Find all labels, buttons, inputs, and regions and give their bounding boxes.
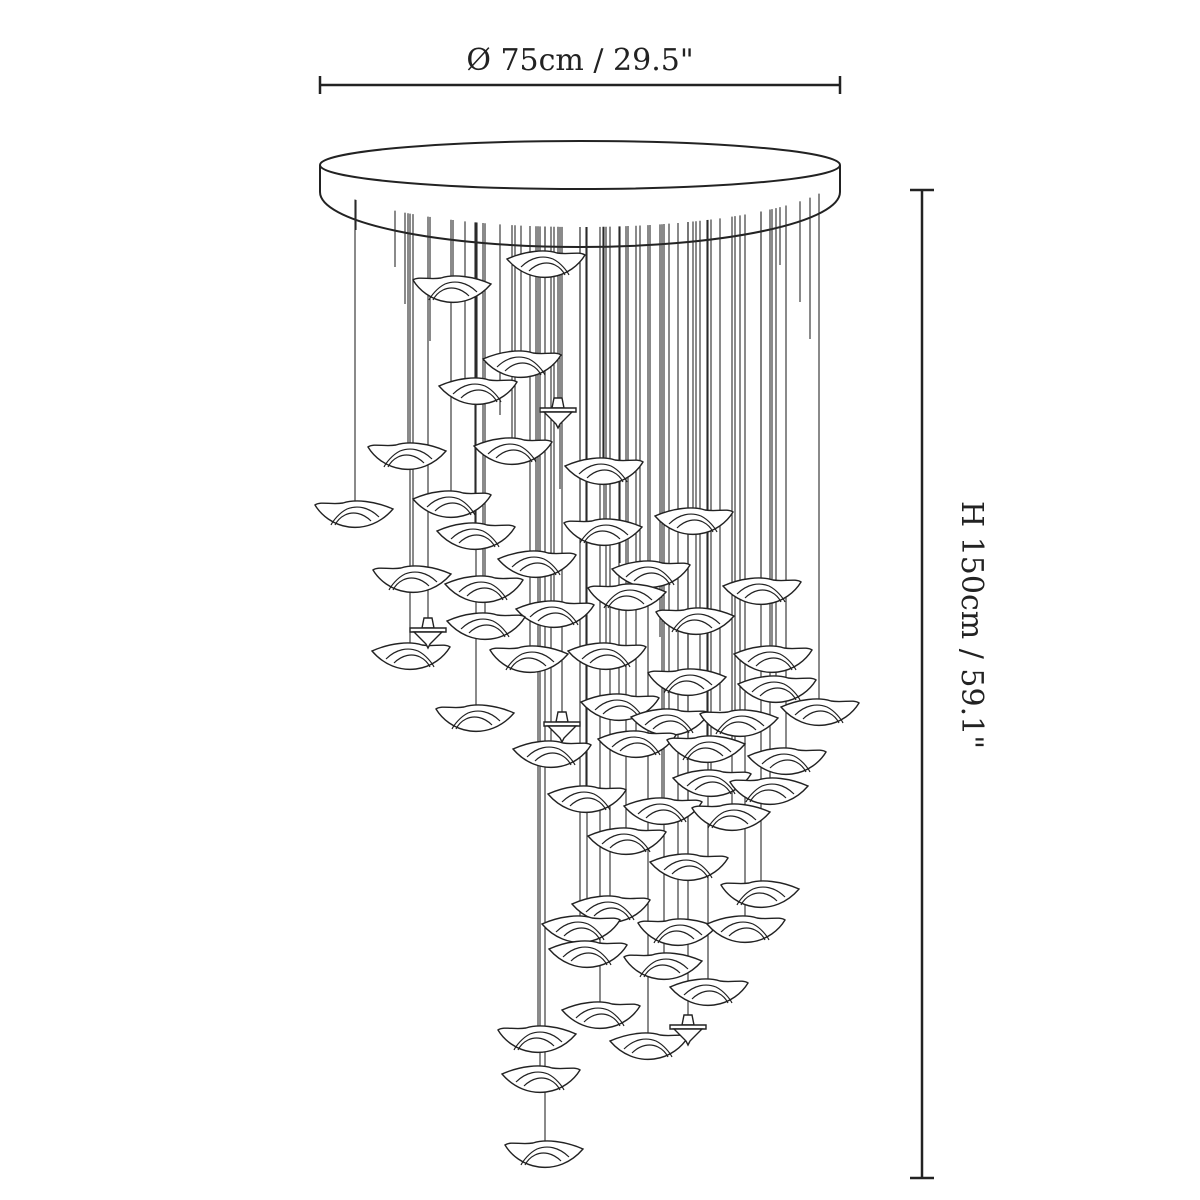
leaf-pendant: [412, 275, 493, 304]
leaf-pendant: [720, 880, 801, 909]
leaf-pendant: [666, 735, 747, 764]
leaf-pendant: [505, 250, 586, 279]
leaf-pendant: [435, 704, 516, 733]
leaf-pendant: [514, 600, 595, 629]
leaf-pendant: [566, 642, 647, 671]
leaf-pendant: [411, 490, 492, 519]
leaf-pendant: [655, 607, 736, 636]
leaf-pendant: [435, 522, 516, 551]
leaf-pendant: [560, 1001, 641, 1030]
leaf-pendant: [445, 612, 526, 641]
leaf-pendant: [500, 1065, 581, 1094]
leaf-pendant: [547, 940, 628, 969]
leaf-pendant: [622, 797, 703, 826]
leaf-pendant: [699, 709, 780, 738]
spinner-pendant: [543, 711, 581, 744]
leaf-pendant: [637, 918, 718, 947]
leaf-pendant: [511, 740, 592, 769]
leaf-pendant: [367, 442, 448, 471]
spinner-pendants: [409, 397, 707, 1047]
leaf-pendant: [570, 895, 651, 924]
leaf-pendant: [746, 747, 827, 776]
leaf-pendant: [729, 777, 810, 806]
leaf-pendant: [546, 785, 627, 814]
leaf-pendant: [668, 978, 749, 1007]
leaf-pendant: [587, 583, 668, 612]
leaf-pendant: [653, 507, 734, 536]
leaf-pendant: [596, 730, 677, 759]
spinner-pendant: [669, 1014, 707, 1047]
leaf-pendant: [472, 437, 553, 466]
leaf-pendant: [648, 853, 729, 882]
leaf-pendant: [610, 560, 691, 589]
leaf-pendant: [586, 827, 667, 856]
diameter-dimension: Ø 75cm / 29.5": [318, 43, 842, 94]
leaf-pendant: [691, 803, 772, 832]
leaf-pendant: [372, 565, 453, 594]
leaf-pendant: [563, 518, 644, 547]
leaf-pendant: [705, 915, 786, 944]
leaf-pendant: [608, 1032, 689, 1061]
spinner-pendant: [539, 397, 577, 430]
leaf-pendant: [623, 952, 704, 981]
height-label: H 150cm / 59.1": [954, 501, 989, 749]
leaf-pendant: [779, 698, 860, 727]
height-dimension: H 150cm / 59.1": [910, 188, 989, 1180]
leaf-pendants: [314, 250, 860, 1169]
leaf-pendant: [370, 642, 451, 671]
leaf-pendant: [443, 575, 524, 604]
leaf-pendant: [721, 577, 802, 606]
leaf-pendant: [489, 645, 570, 674]
leaf-pendant: [563, 457, 644, 486]
leaf-pendant: [314, 500, 395, 529]
leaf-pendant: [496, 550, 577, 579]
diameter-label: Ø 75cm / 29.5": [466, 43, 693, 78]
leaf-pendant: [736, 675, 817, 704]
leaf-pendant: [497, 1025, 578, 1054]
leaf-pendant: [504, 1140, 585, 1169]
spinner-pendant: [409, 617, 447, 650]
leaf-pendant: [437, 377, 518, 406]
leaf-pendant: [540, 915, 621, 944]
leaf-pendant: [481, 350, 562, 379]
leaf-pendant: [671, 769, 752, 798]
leaf-pendant: [647, 668, 728, 697]
leaf-pendant: [732, 645, 813, 674]
